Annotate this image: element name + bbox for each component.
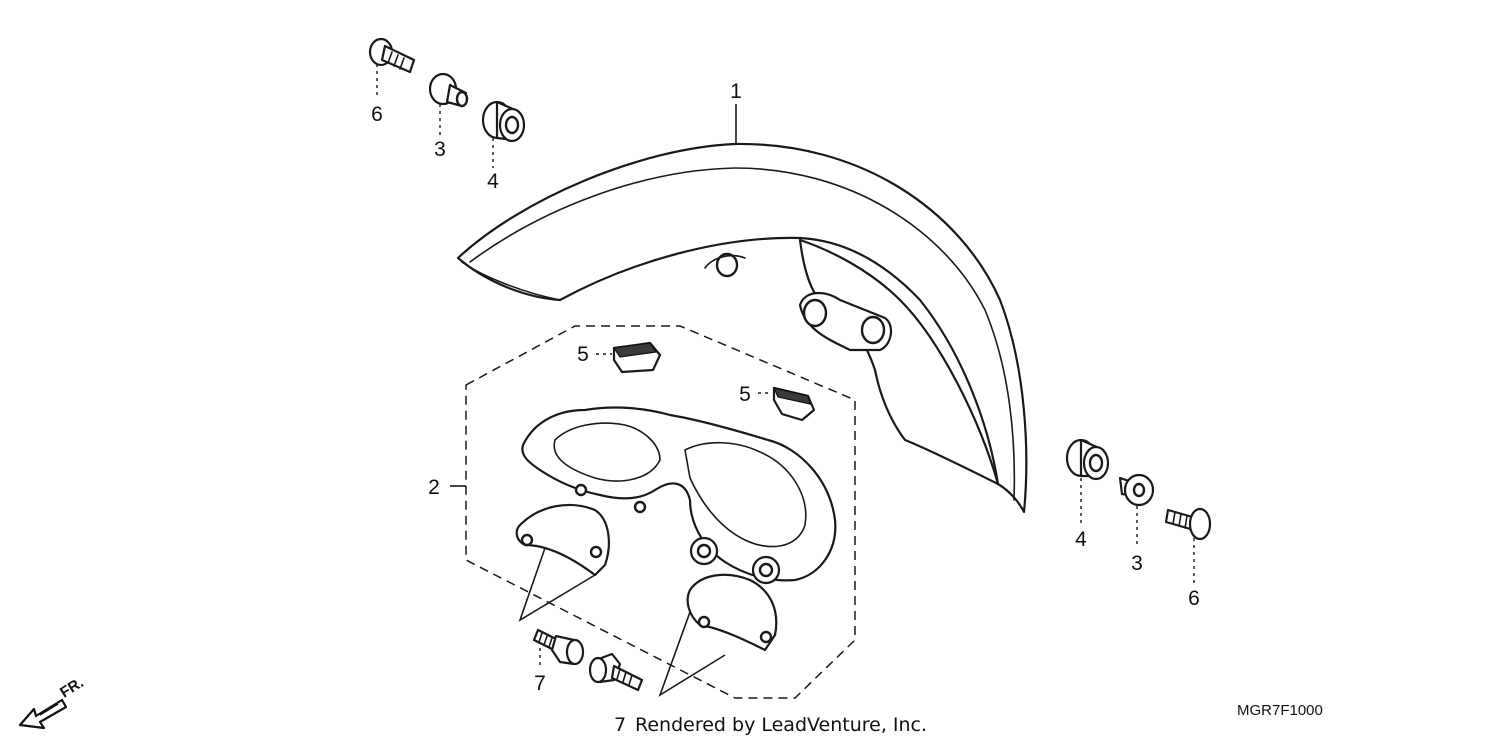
callout-1: 1 xyxy=(730,80,742,103)
callouts: 1 2 6 3 4 5 5 4 3 6 7 xyxy=(371,80,1200,695)
front-arrow-icon xyxy=(18,698,68,730)
front-fender xyxy=(456,142,1028,514)
callout-3-left: 3 xyxy=(434,138,446,161)
callout-6-right: 6 xyxy=(1188,587,1200,610)
cushion-a xyxy=(612,341,662,374)
front-direction-label: FR. xyxy=(57,674,87,701)
callout-5-a: 5 xyxy=(577,343,589,366)
bolt-right xyxy=(1164,507,1212,541)
diagram-code: MGR7F1000 xyxy=(1237,702,1323,719)
flange-bolt-a xyxy=(532,628,585,666)
leader-lines xyxy=(376,64,1195,668)
callout-4-right: 4 xyxy=(1075,528,1087,551)
collar-left-top xyxy=(428,72,469,108)
bolt-left-top xyxy=(368,37,416,74)
front-direction-indicator: FR. xyxy=(18,674,87,730)
cushion-b xyxy=(772,386,816,422)
grommet-left-top xyxy=(481,100,526,143)
collar-right xyxy=(1118,473,1155,507)
fender-stay xyxy=(465,325,856,699)
callout-7-a: 7 xyxy=(534,672,546,695)
credit-callout-7: 7 xyxy=(614,714,626,736)
grommet-right xyxy=(1065,438,1110,481)
callout-4-left: 4 xyxy=(487,170,499,193)
callout-2: 2 xyxy=(428,476,440,499)
callout-5-b: 5 xyxy=(739,383,751,406)
flange-bolt-b xyxy=(588,652,644,692)
callout-3-right: 3 xyxy=(1131,552,1143,575)
callout-6-left: 6 xyxy=(371,103,383,126)
credit-text: Rendered by LeadVenture, Inc. xyxy=(635,714,927,736)
